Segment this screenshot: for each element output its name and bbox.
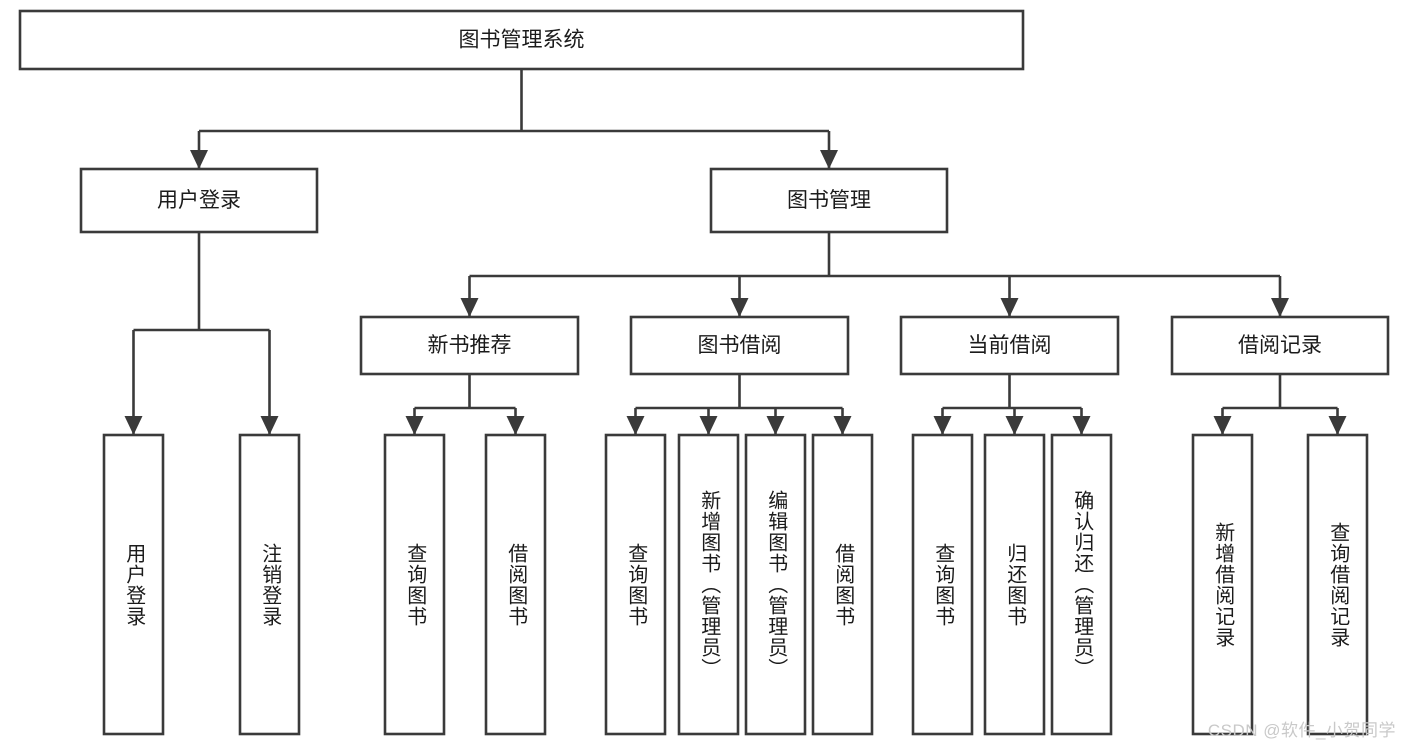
- node-new-book-rec[interactable]: [359, 315, 580, 376]
- node-root[interactable]: [18, 9, 1025, 71]
- node-leaf-borrow-book-rec[interactable]: [484, 433, 547, 736]
- label-book-borrow: 图书借阅: [698, 334, 782, 357]
- arrow-into-leaf-query-book-rec: [405, 416, 424, 435]
- arrow-into-leaf-edit-book: [766, 416, 785, 435]
- arrow-into-leaf-query-record: [1328, 416, 1347, 435]
- node-leaf-query-book-rec[interactable]: [383, 433, 446, 736]
- arrow-into-leaf-borrow-book-rec: [506, 416, 525, 435]
- arrow-into-leaf-query-book-c: [933, 416, 952, 435]
- arrow-into-leaf-query-book-b: [626, 416, 645, 435]
- csdn-watermark: CSDN @软件_小贺同学: [1207, 721, 1396, 740]
- arrow-into-leaf-user-logout: [260, 416, 279, 435]
- arrow-into-leaf-add-book: [699, 416, 718, 435]
- node-leaf-user-logout[interactable]: [238, 433, 301, 736]
- node-borrow-record[interactable]: [1170, 315, 1390, 376]
- node-leaf-confirm-return[interactable]: [1050, 433, 1113, 736]
- connector-layer: [124, 69, 1347, 435]
- arrow-into-leaf-confirm-return: [1072, 416, 1091, 435]
- node-leaf-return-book[interactable]: [983, 433, 1046, 736]
- label-current-borrow: 当前借阅: [968, 334, 1052, 357]
- node-box-layer: [18, 9, 1390, 736]
- node-current-borrow[interactable]: [899, 315, 1120, 376]
- arrow-into-leaf-borrow-book-b: [833, 416, 852, 435]
- arrow-into-new-book-rec: [460, 298, 479, 317]
- arrow-into-borrow-record: [1271, 298, 1289, 317]
- node-leaf-query-book-b[interactable]: [604, 433, 667, 736]
- label-borrow-record: 借阅记录: [1238, 334, 1322, 357]
- node-leaf-add-book[interactable]: [677, 433, 740, 736]
- node-leaf-borrow-book-b[interactable]: [811, 433, 874, 736]
- node-leaf-query-book-c[interactable]: [911, 433, 974, 736]
- arrow-into-user-login: [190, 150, 208, 169]
- arrow-into-leaf-add-record: [1213, 416, 1232, 435]
- node-leaf-edit-book[interactable]: [744, 433, 807, 736]
- arrow-into-book-manage: [820, 150, 838, 169]
- arrow-into-leaf-return-book: [1005, 416, 1024, 435]
- node-book-manage[interactable]: [709, 167, 949, 234]
- label-root: 图书管理系统: [459, 29, 585, 52]
- label-book-manage: 图书管理: [787, 189, 871, 212]
- node-leaf-query-record[interactable]: [1306, 433, 1369, 736]
- label-new-book-rec: 新书推荐: [428, 334, 512, 357]
- node-leaf-user-login[interactable]: [102, 433, 165, 736]
- arrow-into-book-borrow: [730, 298, 749, 317]
- arrow-into-leaf-user-login: [124, 416, 143, 435]
- arrow-into-current-borrow: [1000, 298, 1019, 317]
- label-user-login: 用户登录: [157, 189, 241, 212]
- node-book-borrow[interactable]: [629, 315, 850, 376]
- node-leaf-add-record[interactable]: [1191, 433, 1254, 736]
- node-user-login[interactable]: [79, 167, 319, 234]
